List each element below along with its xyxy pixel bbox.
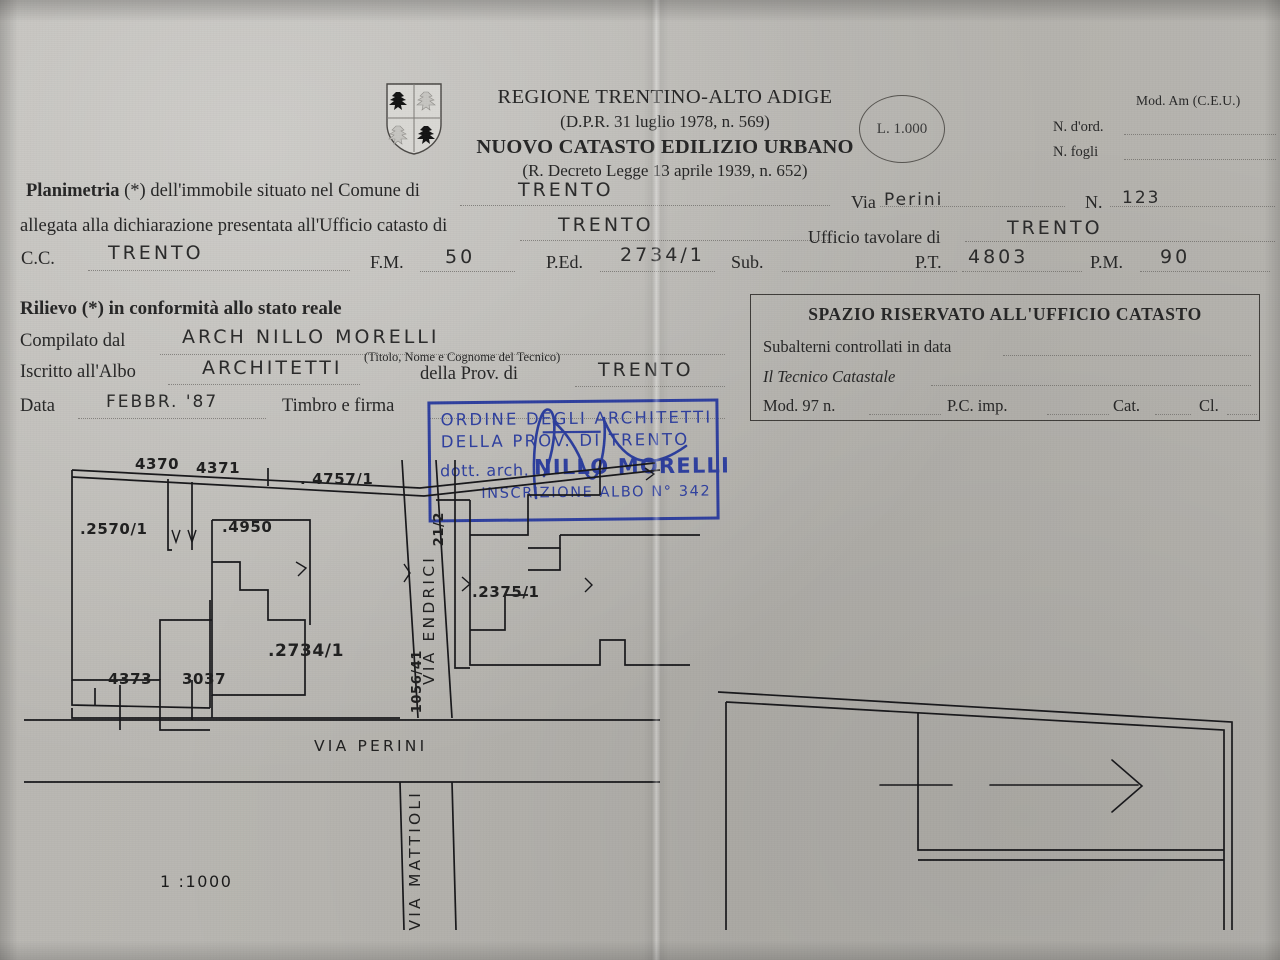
office-box-title: SPAZIO RISERVATO ALL'UFFICIO CATASTO [808,304,1202,324]
order-number-field[interactable] [1124,134,1276,135]
page-edge-shadow-top [0,0,1280,22]
planimetria-row: Planimetria (*) dell'immobile situato ne… [26,181,420,202]
prov-field[interactable] [575,386,725,387]
fm-label: F.M. [370,252,404,272]
civic-number-field[interactable] [1110,206,1275,207]
timbro-label: Timbro e firma [282,396,395,416]
pcimp-field[interactable] [1047,414,1109,415]
parcel-label-4950: .4950 [222,518,273,536]
fm-field[interactable] [420,271,515,272]
pm-value: 90 [1160,246,1191,268]
albo-label: Iscritto all'Albo [20,362,136,382]
comune-field[interactable] [460,205,830,206]
parcel-label-4370: 4370 [135,455,180,473]
parcel-label-4757-1: . 4757/1 [300,470,374,488]
ped-value: 2734/1 [620,244,705,266]
parcel-label-4371: 4371 [196,459,241,477]
parcel-label-2734-1: .2734/1 [268,641,345,661]
parcel-label-3037: 3037 [182,670,227,688]
coat-of-arms-icon [385,82,443,156]
cc-value: TRENTO [108,242,204,264]
pt-label: P.T. [915,252,942,272]
parcel-label-21-2: 21/2 [432,512,447,547]
model-code: Mod. Am (C.E.U.) [1136,93,1241,108]
page-title: NUOVO CATASTO EDILIZIO URBANO [476,135,854,158]
decree-reference: (D.P.R. 31 luglio 1978, n. 569) [560,111,770,131]
office-reserved-box: SPAZIO RISERVATO ALL'UFFICIO CATASTO Sub… [750,294,1260,421]
subalterni-label: Subalterni controllati in data [763,337,952,356]
compilato-label: Compilato dal [20,331,126,351]
ufficio-tavolare-field[interactable] [965,241,1275,242]
mod97-field[interactable] [869,414,941,415]
technician-note: (Titolo, Nome e Cognome del Tecnico) [364,350,561,364]
comune-value: TRENTO [518,179,614,201]
map-scale: 1 :1000 [160,872,233,891]
sheets-label: N. fogli [1053,144,1099,160]
ufficio-catasto-value: TRENTO [558,214,654,236]
street-label-via-mattioli: VIA MATTIOLI [406,790,424,931]
order-number-label: N. d'ord. [1053,119,1104,135]
ufficio-tavolare-value: TRENTO [1007,217,1103,239]
rilievo-heading: Rilievo (*) in conformità allo stato rea… [20,298,342,319]
parcel-label-2375-1: .2375/1 [472,583,540,601]
pt-field[interactable] [962,271,1082,272]
fee-stamp-badge: L. 1.000 [859,95,945,163]
compilato-field[interactable] [160,354,725,355]
ped-label: P.Ed. [546,252,584,272]
region-title: REGIONE TRENTINO-ALTO ADIGE [497,86,833,108]
sub-field[interactable] [782,271,957,272]
street-label-via-perini: VIA PERINI [314,737,428,755]
street-label-via-endrici: VIA ENDRICI [420,555,438,685]
street-field[interactable] [880,206,1065,207]
pm-field[interactable] [1140,271,1270,272]
prov-value: TRENTO [598,359,694,381]
parcel-label-2570-1: .2570/1 [80,520,148,538]
pcimp-label: P.C. imp. [947,396,1008,415]
albo-value: ARCHITETTI [202,357,343,379]
ufficio-catasto-field[interactable] [520,240,830,241]
ufficio-tavolare-label: Ufficio tavolare di [808,227,941,247]
fee-stamp-value: L. 1.000 [876,120,928,137]
cadastral-map-drawing [24,459,1233,931]
pt-value: 4803 [968,246,1029,268]
cat-label: Cat. [1113,396,1141,415]
civic-number-label: N. [1085,192,1103,212]
mod97-label: Mod. 97 n. [763,396,836,415]
compilato-value: ARCH NILLO MORELLI [182,326,440,348]
pm-label: P.M. [1090,252,1124,272]
street-label: Via [851,192,876,212]
civic-number-value: 123 [1122,188,1161,208]
prov-label: della Prov. di [420,364,518,384]
planimetria-label: Planimetria [26,181,120,201]
allegata-label: allegata alla dichiarazione presentata a… [20,216,448,236]
data-label: Data [20,396,55,416]
sheets-field[interactable] [1124,159,1276,160]
parcel-label-4373: 4373 [108,670,153,688]
albo-field[interactable] [168,384,360,385]
cc-label: C.C. [21,249,55,269]
fm-value: 50 [445,246,476,268]
ped-field[interactable] [600,271,715,272]
tecnico-field[interactable] [931,385,1251,386]
cat-field[interactable] [1155,414,1191,415]
planimetria-sublabel: (*) dell'immobile situato nel Comune di [124,181,420,201]
subalterni-field[interactable] [1003,355,1251,356]
data-field[interactable] [78,418,266,419]
cc-field[interactable] [88,270,350,271]
sub-label: Sub. [731,252,764,272]
street-value: Perini [884,190,944,210]
cl-field[interactable] [1227,414,1257,415]
cl-label: Cl. [1199,396,1219,415]
tecnico-label: Il Tecnico Catastale [763,367,896,386]
data-value: FEBBR. '87 [106,392,219,412]
document-header: REGIONE TRENTINO-ALTO ADIGE (D.P.R. 31 l… [455,84,875,182]
law-reference: (R. Decreto Legge 13 aprile 1939, n. 652… [522,161,808,181]
